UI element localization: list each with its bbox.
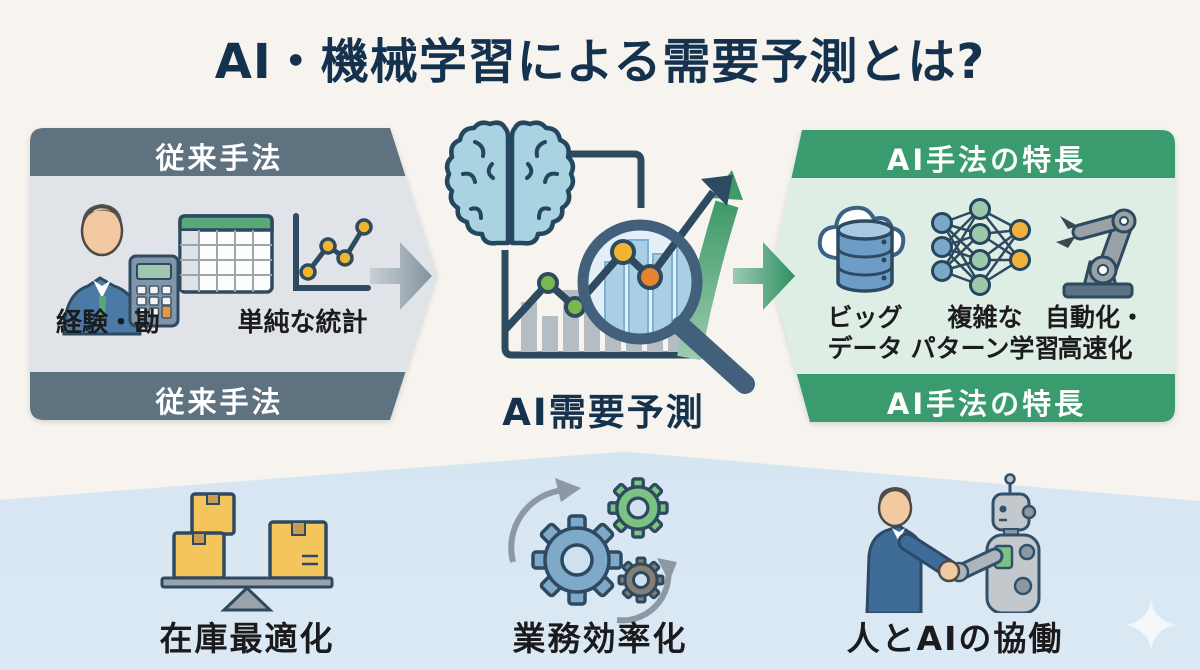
benefit-inventory-label: 在庫最適化 — [159, 619, 335, 658]
businessman-calculator-icon — [62, 204, 180, 336]
simple-line-chart-icon — [293, 213, 373, 291]
cloud-database-icon — [817, 205, 906, 293]
chart-frame — [501, 150, 710, 359]
ai-features-footer: AI手法の特長 — [886, 387, 1087, 421]
page-title: AI・機械学習による需要予測とは? — [214, 34, 986, 90]
sparkle-icon — [1126, 600, 1176, 650]
label-simple-statistics: 単純な統計 — [237, 308, 368, 338]
label-experience-intuition: 経験・勘 — [55, 308, 160, 338]
label-pattern-learning: 複雑な パターン学習 — [910, 303, 1060, 363]
flow-arrow-left-icon — [370, 242, 432, 310]
trend-arrowhead — [701, 175, 733, 206]
ai-features-header: AI手法の特長 — [886, 143, 1087, 177]
ai-forecast-illustration — [437, 112, 755, 394]
traditional-header: 従来手法 — [155, 141, 284, 175]
inventory-balance-icon — [160, 492, 334, 612]
label-automation: 自動化・ 高速化 — [1044, 303, 1145, 363]
traditional-footer: 従来手法 — [155, 385, 284, 419]
benefit-efficiency-label: 業務効率化 — [512, 619, 688, 658]
label-big-data: ビッグ データ — [827, 303, 903, 363]
benefit-collaboration-label: 人とAIの協働 — [846, 619, 1064, 658]
ai-forecast-label: AI需要予測 — [502, 391, 705, 434]
magnifier-icon — [577, 219, 755, 394]
flow-arrow-right-icon — [733, 242, 795, 310]
brain-icon — [447, 123, 573, 244]
human-robot-handshake-icon — [865, 473, 1041, 613]
spreadsheet-icon — [178, 214, 274, 294]
gears-icon — [508, 477, 677, 624]
neural-network-icon — [931, 198, 1031, 296]
robot-arm-icon — [1056, 208, 1137, 299]
traditional-methods-box: 従来手法 従来手法 — [30, 128, 437, 420]
ai-features-box: AI手法の特長 AI手法の特長 — [770, 130, 1175, 422]
